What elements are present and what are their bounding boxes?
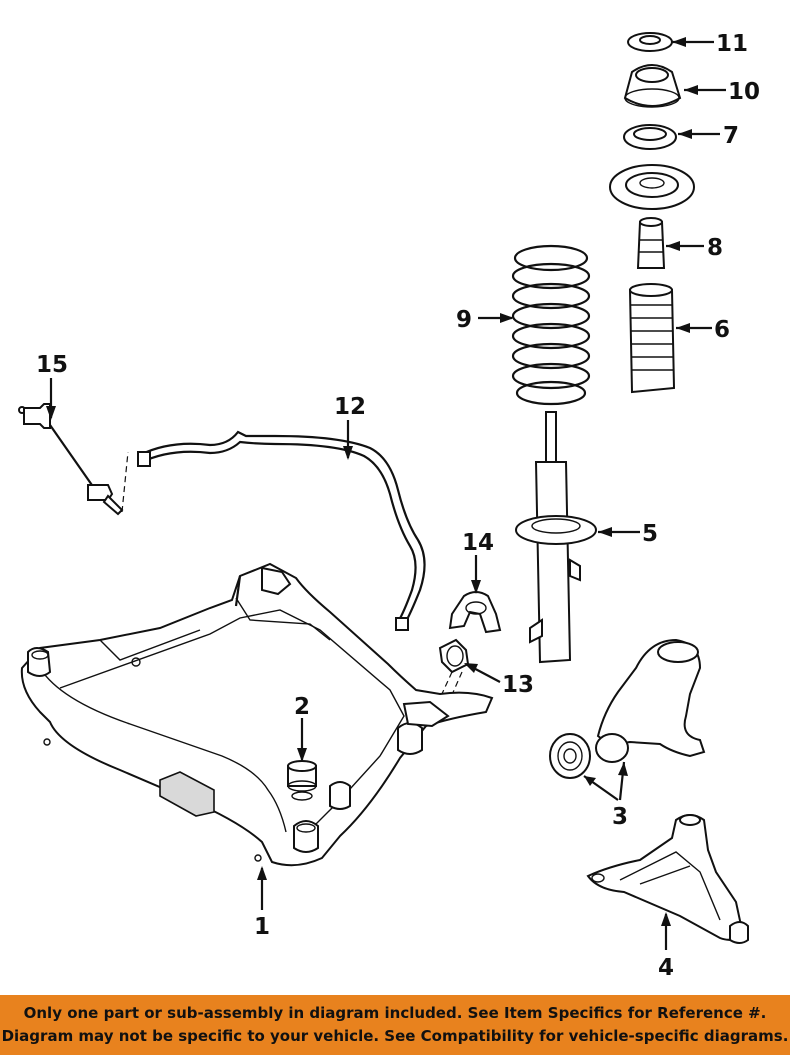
part-5-strut [515,411,597,664]
callout-1: 1 [254,914,270,940]
part-10-strut-mount [623,64,682,108]
upper-spring-seat [609,164,695,210]
callout-14: 14 [462,530,494,556]
part-3-knuckle-bearing [549,638,706,779]
callout-6: 6 [714,317,730,343]
callout-9: 9 [456,307,472,333]
part-12-stabilizer-bar [137,430,426,631]
callout-2: 2 [294,694,310,720]
leader-lines [46,37,726,950]
callout-10: 10 [728,79,760,105]
part-8-bump-stop [636,217,666,269]
part-9-coil-spring [511,244,591,406]
callout-15: 15 [36,352,68,378]
parts-diagram: 11 10 7 8 6 9 5 15 12 14 13 2 1 3 4 [18,31,760,981]
callout-5: 5 [642,521,658,547]
part-6-dust-boot [628,283,676,394]
callout-12: 12 [334,394,366,420]
callout-4: 4 [658,955,674,981]
part-7-bearing [623,124,677,150]
part-4-control-arm [586,814,749,944]
part-1-subframe [20,562,494,867]
part-14-bushing-clamp [448,591,502,634]
disclaimer-banner: Only one part or sub-assembly in diagram… [0,995,790,1055]
callout-7: 7 [723,123,739,149]
callout-3: 3 [612,804,628,830]
disclaimer-line-2: Diagram may not be specific to your vehi… [1,1027,789,1045]
callout-8: 8 [707,235,723,261]
part-11-mount-cap [627,32,673,52]
callout-11: 11 [716,31,748,57]
callout-labels: 11 10 7 8 6 9 5 15 12 14 13 2 1 3 4 [36,31,760,981]
callout-13: 13 [502,672,534,698]
disclaimer-line-1: Only one part or sub-assembly in diagram… [23,1004,767,1022]
part-15-stabilizer-link [18,403,129,516]
